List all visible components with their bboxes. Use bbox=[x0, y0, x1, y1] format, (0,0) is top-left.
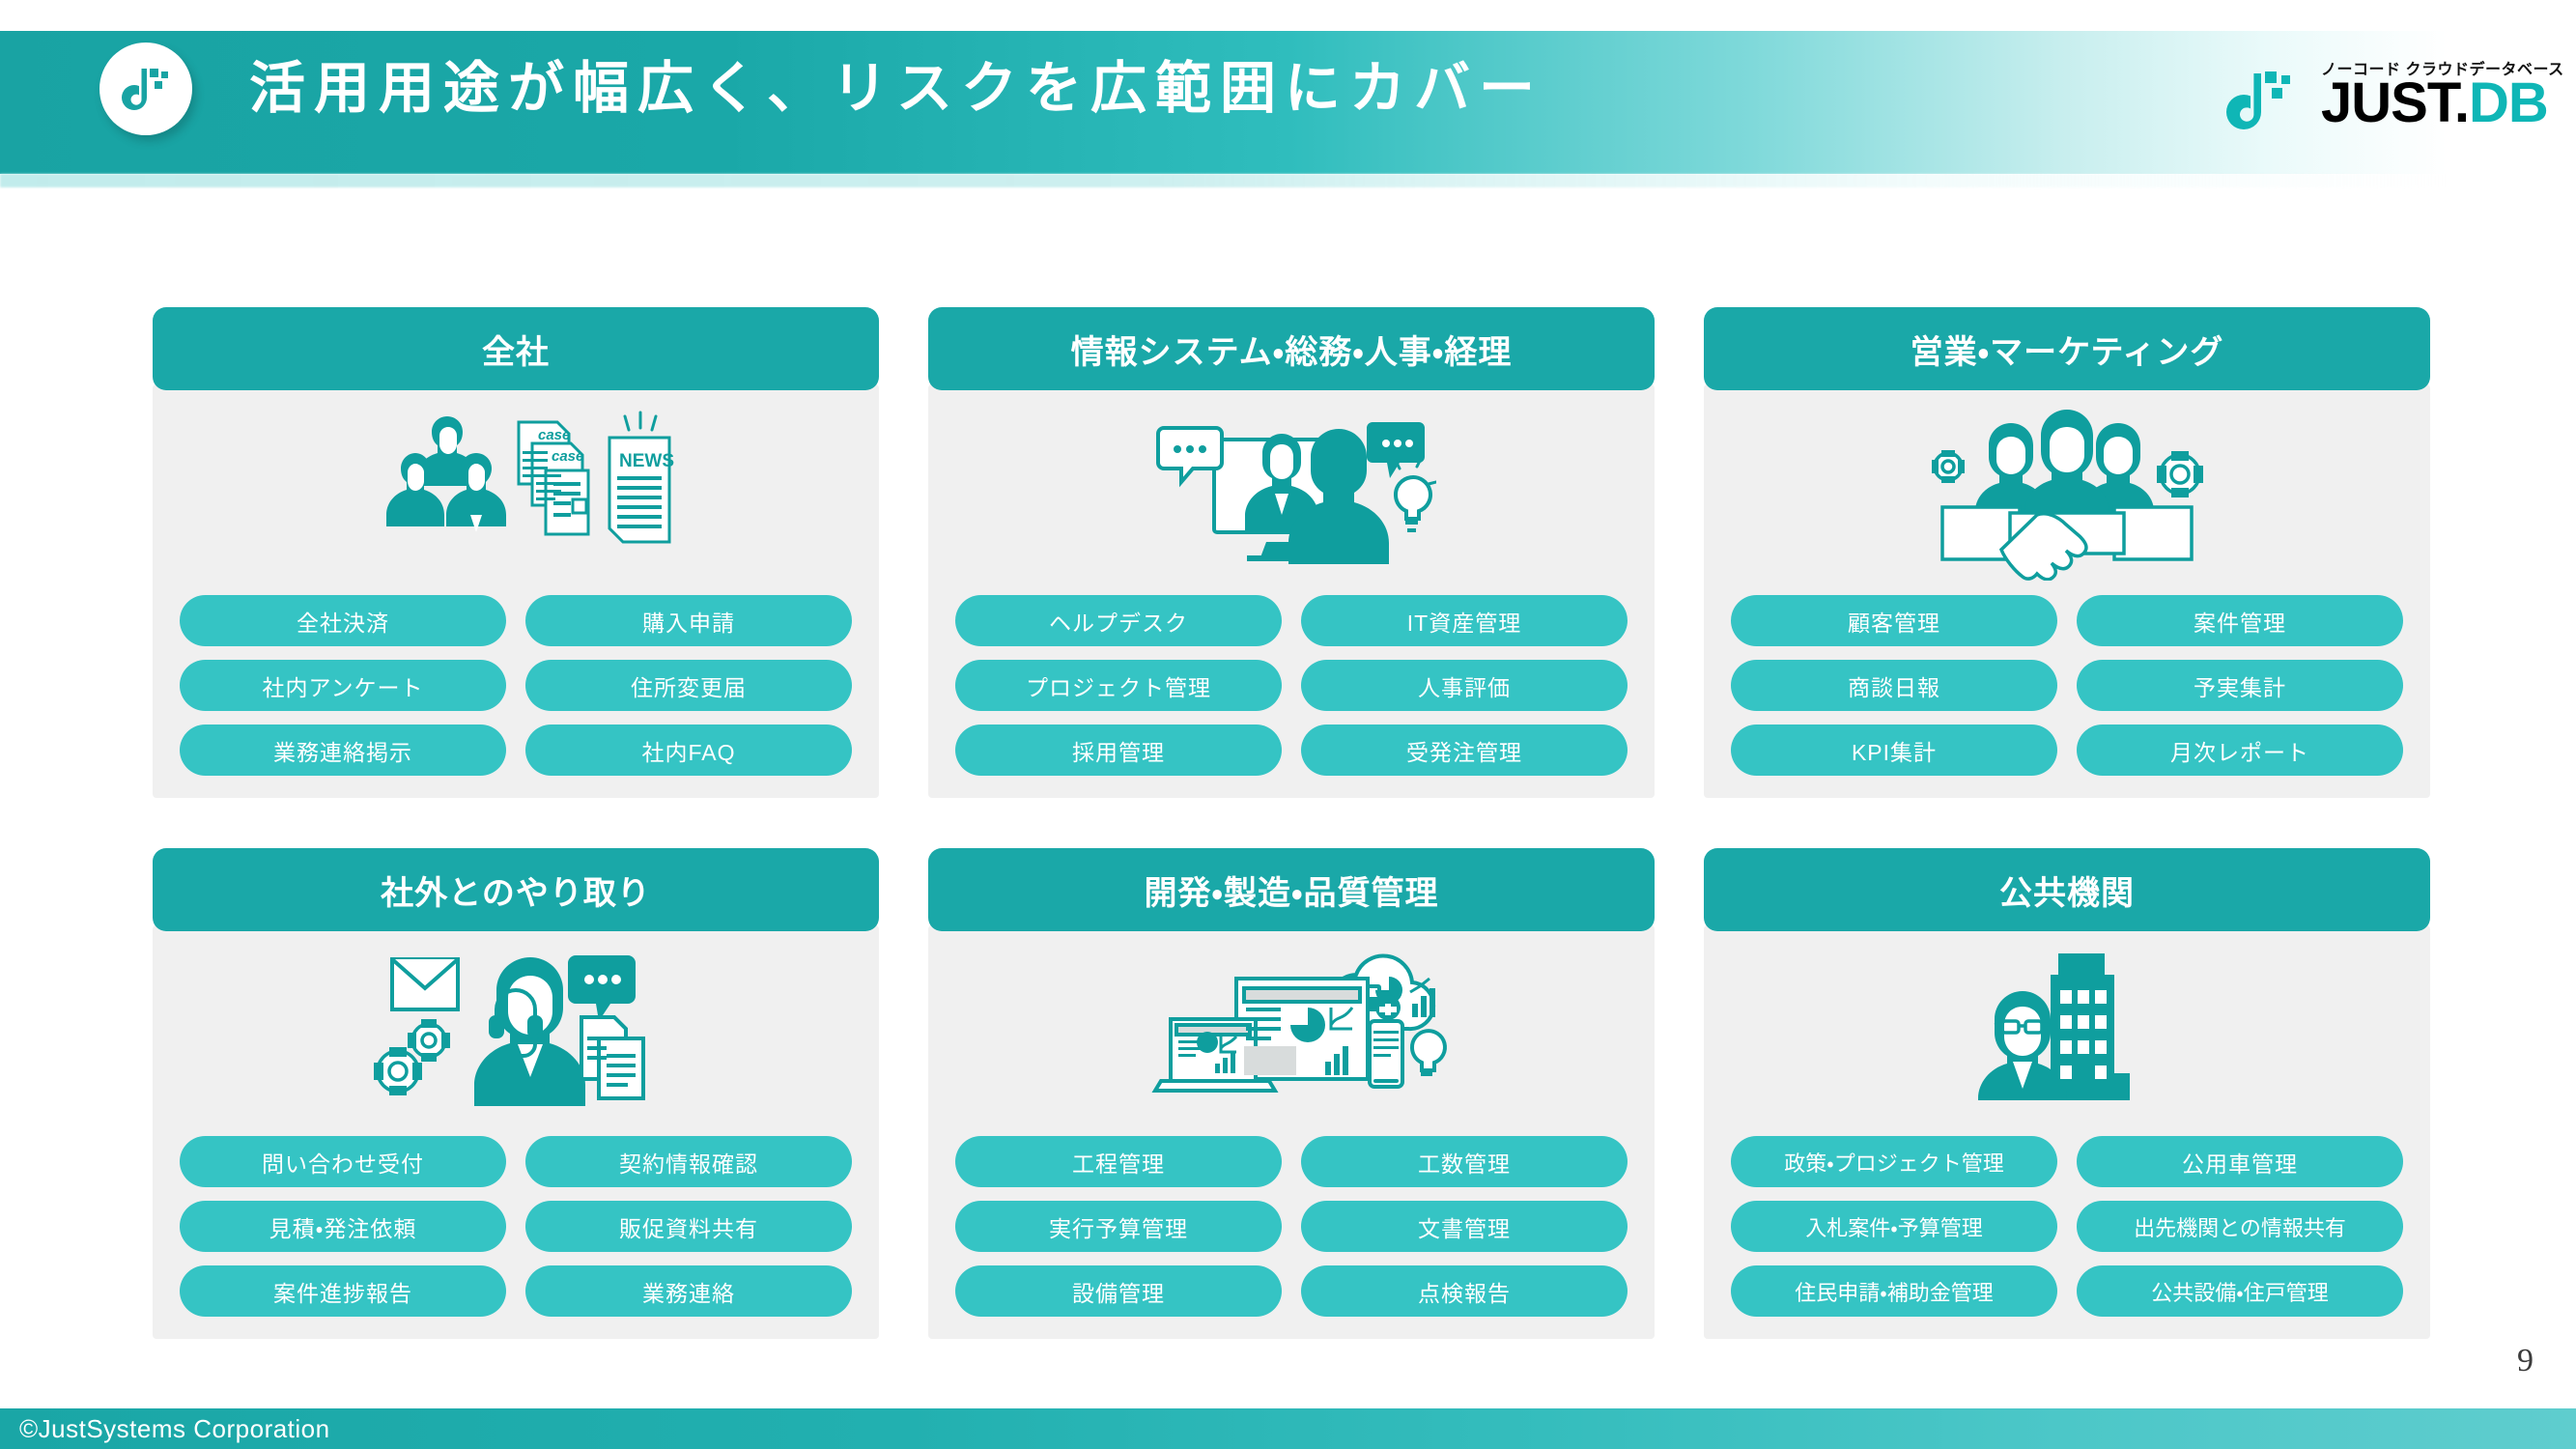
footer-bar: ©JustSystems Corporation bbox=[0, 1408, 2576, 1449]
pill-item[interactable]: 契約情報確認 bbox=[525, 1136, 852, 1187]
pill-item[interactable]: 商談日報 bbox=[1731, 660, 2057, 711]
card-body: 工程管理 工数管理 実行予算管理 文書管理 設備管理 点検報告 bbox=[928, 925, 1655, 1339]
wordmark-db: DB bbox=[2468, 71, 2549, 134]
product-logo: ノーコード クラウドデータベース JUST.DB bbox=[2207, 54, 2563, 143]
pill-item[interactable]: 案件進捗報告 bbox=[180, 1265, 506, 1317]
pill-item[interactable]: 実行予算管理 bbox=[955, 1201, 1282, 1252]
svg-text:NEWS: NEWS bbox=[619, 451, 674, 471]
card-body: case case NEWS bbox=[153, 384, 879, 798]
pill-item[interactable]: プロジェクト管理 bbox=[955, 660, 1282, 711]
card-title: 社外とのやり取り bbox=[153, 848, 879, 931]
pill-item[interactable]: 公共設備・住戸管理 bbox=[2077, 1265, 2403, 1317]
pill-item[interactable]: 全社決済 bbox=[180, 595, 506, 646]
svg-text:case: case bbox=[538, 427, 570, 443]
pill-item[interactable]: 人事評価 bbox=[1301, 660, 1628, 711]
card-johosystem: 情報システム・総務・人事・経理 bbox=[928, 307, 1655, 798]
pill-item[interactable]: 社内FAQ bbox=[525, 724, 852, 776]
pill-item[interactable]: 業務連絡掲示 bbox=[180, 724, 506, 776]
page-number: 9 bbox=[2517, 1343, 2534, 1378]
card-shagai-yaritori: 社外とのやり取り bbox=[153, 848, 879, 1339]
pill-grid: ヘルプデスク IT資産管理 プロジェクト管理 人事評価 採用管理 受発注管理 bbox=[955, 595, 1628, 776]
pill-item[interactable]: 受発注管理 bbox=[1301, 724, 1628, 776]
pill-item[interactable]: 入札案件・予算管理 bbox=[1731, 1201, 2057, 1252]
pill-item[interactable]: 工数管理 bbox=[1301, 1136, 1628, 1187]
pill-grid: 全社決済 購入申請 社内アンケート 住所変更届 業務連絡掲示 社内FAQ bbox=[180, 595, 852, 776]
pill-grid: 顧客管理 案件管理 商談日報 予実集計 KPI集計 月次レポート bbox=[1731, 595, 2403, 776]
justdb-circle-logo bbox=[99, 43, 192, 135]
card-body: 問い合わせ受付 契約情報確認 見積・発注依頼 販促資料共有 案件進捗報告 業務連… bbox=[153, 925, 879, 1339]
devices-cloud-dashboard-icon bbox=[955, 945, 1628, 1124]
card-body: ヘルプデスク IT資産管理 プロジェクト管理 人事評価 採用管理 受発注管理 bbox=[928, 384, 1655, 798]
pill-item[interactable]: IT資産管理 bbox=[1301, 595, 1628, 646]
page-title: 活用用途が幅広く、リスクを広範囲にカバー bbox=[249, 57, 1544, 120]
page-header bbox=[0, 31, 2576, 174]
pill-item[interactable]: KPI集計 bbox=[1731, 724, 2057, 776]
usecase-card-grid: 全社 bbox=[153, 307, 2430, 1339]
pill-grid: 問い合わせ受付 契約情報確認 見積・発注依頼 販促資料共有 案件進捗報告 業務連… bbox=[180, 1136, 852, 1317]
video-call-support-icon bbox=[955, 404, 1628, 583]
header-underglow bbox=[0, 174, 2576, 187]
pill-item[interactable]: 見積・発注依頼 bbox=[180, 1201, 506, 1252]
team-handshake-gears-icon bbox=[1731, 404, 2403, 583]
operator-mail-chat-gears-icon bbox=[180, 945, 852, 1124]
pill-grid: 工程管理 工数管理 実行予算管理 文書管理 設備管理 点検報告 bbox=[955, 1136, 1628, 1317]
pill-item[interactable]: ヘルプデスク bbox=[955, 595, 1282, 646]
pill-item[interactable]: 住所変更届 bbox=[525, 660, 852, 711]
product-logo-wordmark: JUST.DB bbox=[2321, 75, 2549, 131]
product-logo-tagline: ノーコード クラウドデータベース bbox=[2321, 62, 2564, 78]
card-title: 公共機関 bbox=[1704, 848, 2430, 931]
pill-item[interactable]: 文書管理 bbox=[1301, 1201, 1628, 1252]
wordmark-just: JUST. bbox=[2321, 71, 2470, 134]
card-kokyo-kikan: 公共機関 bbox=[1704, 848, 2430, 1339]
government-building-officer-icon bbox=[1731, 945, 2403, 1124]
card-title: 情報システム・総務・人事・経理 bbox=[928, 307, 1655, 390]
card-title: 全社 bbox=[153, 307, 879, 390]
pill-item[interactable]: 政策・プロジェクト管理 bbox=[1731, 1136, 2057, 1187]
copyright-text: ©JustSystems Corporation bbox=[19, 1413, 330, 1443]
pill-item[interactable]: 業務連絡 bbox=[525, 1265, 852, 1317]
card-body: 政策・プロジェクト管理 公用車管理 入札案件・予算管理 出先機関との情報共有 住… bbox=[1704, 925, 2430, 1339]
pill-item[interactable]: 採用管理 bbox=[955, 724, 1282, 776]
pill-item[interactable]: 公用車管理 bbox=[2077, 1136, 2403, 1187]
pill-item[interactable]: 問い合わせ受付 bbox=[180, 1136, 506, 1187]
card-title: 開発・製造・品質管理 bbox=[928, 848, 1655, 931]
pill-item[interactable]: 販促資料共有 bbox=[525, 1201, 852, 1252]
pill-item[interactable]: 顧客管理 bbox=[1731, 595, 2057, 646]
pill-item[interactable]: 工程管理 bbox=[955, 1136, 1282, 1187]
svg-text:case: case bbox=[552, 448, 583, 465]
card-title: 営業・マーケティング bbox=[1704, 307, 2430, 390]
justdb-glyph-icon bbox=[2207, 66, 2315, 139]
card-kaihatsu-seizo: 開発・製造・品質管理 bbox=[928, 848, 1655, 1339]
pill-item[interactable]: 点検報告 bbox=[1301, 1265, 1628, 1317]
pill-item[interactable]: 月次レポート bbox=[2077, 724, 2403, 776]
people-documents-news-icon: case case NEWS bbox=[180, 404, 852, 583]
pill-item[interactable]: 予実集計 bbox=[2077, 660, 2403, 711]
pill-grid: 政策・プロジェクト管理 公用車管理 入札案件・予算管理 出先機関との情報共有 住… bbox=[1731, 1136, 2403, 1317]
card-body: 顧客管理 案件管理 商談日報 予実集計 KPI集計 月次レポート bbox=[1704, 384, 2430, 798]
pill-item[interactable]: 出先機関との情報共有 bbox=[2077, 1201, 2403, 1252]
pill-item[interactable]: 住民申請・補助金管理 bbox=[1731, 1265, 2057, 1317]
pill-item[interactable]: 購入申請 bbox=[525, 595, 852, 646]
pill-item[interactable]: 社内アンケート bbox=[180, 660, 506, 711]
card-zensha: 全社 bbox=[153, 307, 879, 798]
card-eigyo-marketing: 営業・マーケティング bbox=[1704, 307, 2430, 798]
pill-item[interactable]: 案件管理 bbox=[2077, 595, 2403, 646]
pill-item[interactable]: 設備管理 bbox=[955, 1265, 1282, 1317]
